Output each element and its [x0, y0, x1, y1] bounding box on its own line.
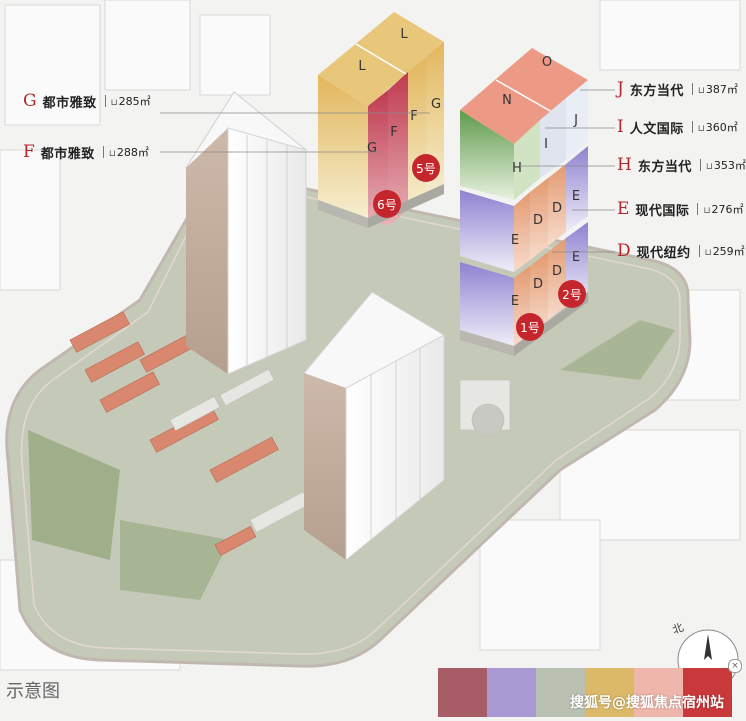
- svg-text:J: J: [573, 113, 578, 128]
- divider: [691, 121, 693, 133]
- unit-letter: G: [23, 91, 37, 111]
- unit-letter: D: [617, 241, 631, 261]
- tower-south: [303, 291, 445, 562]
- legend-swatch: [634, 668, 683, 717]
- divider: [698, 245, 700, 257]
- svg-text:2号: 2号: [562, 288, 582, 302]
- floor-plan-icon: ⊔: [704, 248, 712, 258]
- divider: [691, 83, 693, 95]
- svg-text:I: I: [544, 137, 548, 152]
- unit-label-j: J 东方当代 ⊔387㎡: [617, 79, 738, 99]
- unit-area: ⊔259㎡: [704, 245, 745, 258]
- svg-text:E: E: [511, 294, 519, 309]
- unit-label-i: I 人文国际 ⊔360㎡: [617, 117, 738, 137]
- svg-text:H: H: [512, 161, 522, 176]
- unit-label-d: D 现代纽约 ⊔259㎡: [617, 241, 745, 261]
- legend-swatch: [487, 668, 536, 717]
- unit-area: ⊔285㎡: [110, 95, 151, 108]
- unit-area: ⊔288㎡: [108, 146, 149, 159]
- unit-name: 东方当代: [637, 159, 692, 175]
- divider: [104, 95, 106, 107]
- svg-text:D: D: [552, 264, 562, 279]
- legend-swatch: [438, 668, 487, 717]
- badge-2: 2号: [558, 280, 586, 308]
- unit-area: ⊔276㎡: [703, 203, 744, 216]
- tower-6-face-letters: L L G F F G: [358, 27, 441, 156]
- svg-text:D: D: [533, 277, 543, 292]
- floor-plan-icon: ⊔: [703, 206, 711, 216]
- svg-text:E: E: [572, 250, 580, 265]
- unit-area: ⊔360㎡: [697, 121, 738, 134]
- svg-text:L: L: [358, 59, 366, 74]
- unit-name: 人文国际: [629, 121, 684, 137]
- color-legend: [438, 668, 732, 717]
- divider: [699, 159, 701, 171]
- unit-name: 东方当代: [629, 83, 684, 99]
- svg-text:L: L: [400, 27, 408, 42]
- site-buildings: [169, 368, 511, 533]
- unit-letter: H: [617, 155, 632, 175]
- svg-text:E: E: [511, 233, 519, 248]
- floor-plan-icon: ⊔: [110, 98, 118, 108]
- svg-text:F: F: [410, 109, 417, 124]
- divider: [102, 146, 104, 158]
- badge-6: 6号: [373, 190, 401, 218]
- legend-swatch: [585, 668, 634, 717]
- diagram-caption: 示意图: [6, 681, 60, 702]
- svg-text:6号: 6号: [377, 198, 397, 212]
- unit-letter: F: [23, 142, 35, 162]
- floor-plan-icon: ⊔: [705, 162, 713, 172]
- badge-1: 1号: [516, 313, 544, 341]
- watermark: 搜狐号@搜狐焦点宿州站: [570, 695, 724, 711]
- unit-name: 现代国际: [635, 203, 690, 219]
- unit-label-f: F 都市雅致 ⊔288㎡: [23, 142, 149, 162]
- legend-swatch: [536, 668, 585, 717]
- svg-text:G: G: [367, 141, 377, 156]
- svg-text:5号: 5号: [416, 162, 436, 176]
- unit-label-h: H 东方当代 ⊔353㎡: [617, 155, 746, 175]
- low-rise-blocks: [69, 311, 279, 557]
- close-icon[interactable]: ×: [728, 659, 742, 673]
- svg-text:D: D: [533, 213, 543, 228]
- leader-lines: [160, 89, 615, 253]
- unit-name: 现代纽约: [636, 245, 691, 261]
- floor-plan-icon: ⊔: [697, 86, 705, 96]
- north-label: 北: [671, 621, 686, 637]
- svg-text:E: E: [572, 189, 580, 204]
- unit-letter: J: [617, 79, 624, 99]
- svg-text:O: O: [542, 55, 552, 70]
- svg-text:F: F: [390, 125, 397, 140]
- floor-plan-icon: ⊔: [697, 124, 705, 134]
- badge-5: 5号: [412, 154, 440, 182]
- unit-name: 都市雅致: [40, 146, 95, 162]
- unit-label-g: G 都市雅致 ⊔285㎡: [23, 91, 151, 111]
- unit-area: ⊔353㎡: [705, 159, 746, 172]
- tower-1-face-letters: N O J I H E D D E E D D E: [502, 55, 580, 309]
- svg-text:G: G: [431, 97, 441, 112]
- unit-letter: E: [617, 199, 630, 219]
- divider: [697, 203, 699, 215]
- unit-area: ⊔387㎡: [697, 83, 738, 96]
- legend-swatch: [683, 668, 732, 717]
- unit-letter: I: [617, 117, 624, 137]
- svg-text:1号: 1号: [520, 321, 540, 335]
- svg-text:D: D: [552, 201, 562, 216]
- unit-name: 都市雅致: [42, 95, 97, 111]
- tower-1: [460, 48, 588, 356]
- floor-plan-icon: ⊔: [108, 149, 116, 159]
- unit-label-e: E 现代国际 ⊔276㎡: [617, 199, 743, 219]
- svg-text:N: N: [502, 93, 512, 108]
- tower-west: [185, 91, 307, 375]
